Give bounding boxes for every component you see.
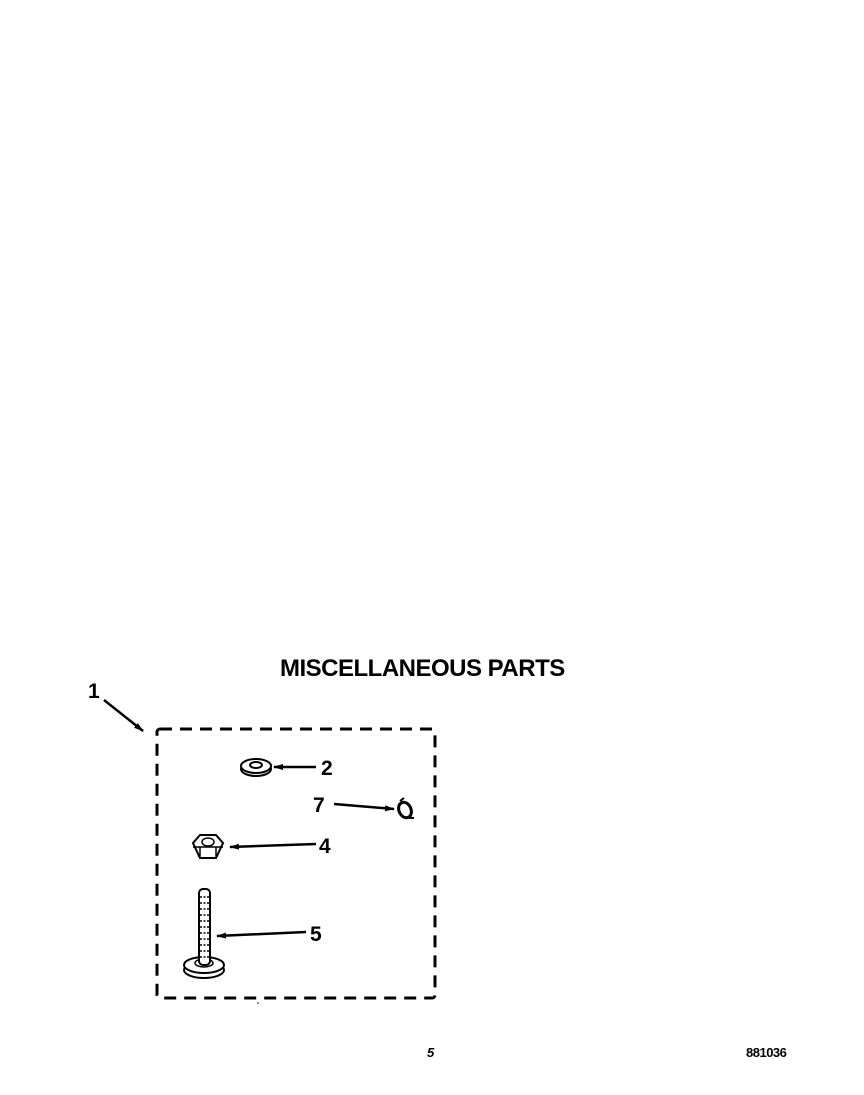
callout-7: 7 [313, 794, 325, 817]
hex-nut-icon [191, 834, 225, 859]
washer-icon [240, 758, 272, 777]
page-number: 5 [427, 1045, 434, 1060]
leader-1 [103, 699, 144, 732]
callout-2: 2 [321, 757, 333, 780]
callout-4: 4 [319, 835, 331, 858]
clip-ring-icon [397, 797, 414, 820]
callout-5: 5 [310, 923, 322, 946]
leader-7 [333, 802, 395, 812]
kit-boundary [155, 727, 437, 1000]
screw-with-washer-icon [183, 888, 225, 979]
leader-4 [229, 842, 317, 850]
document-code: 881036 [746, 1045, 787, 1060]
callout-1: 1 [88, 680, 100, 703]
leader-5 [216, 930, 307, 939]
diagram-title: MISCELLANEOUS PARTS [280, 655, 565, 682]
